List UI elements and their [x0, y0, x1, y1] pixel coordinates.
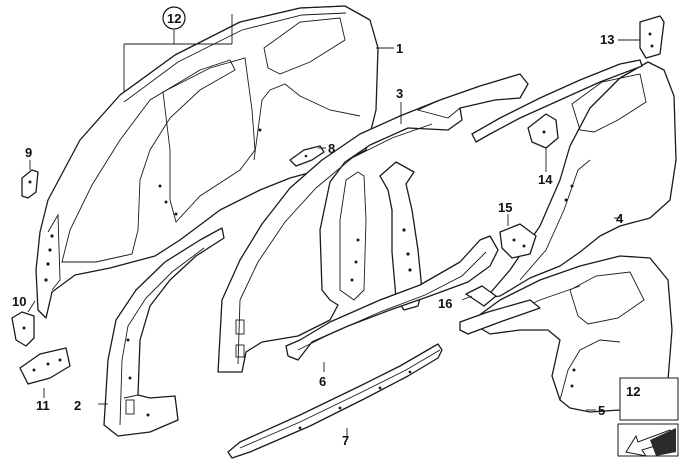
- part-3-inner-frame: [217, 73, 529, 373]
- callout-3: 3: [396, 86, 403, 101]
- callout-13: 13: [600, 32, 614, 47]
- leader-lines: [27, 14, 640, 440]
- callout-labels: 1 2 3 4 5 6 7 8 9 10 11 12 13 14 15 16: [12, 6, 624, 448]
- roof-rail-strip: [471, 59, 643, 143]
- part-16-sill-bar: [459, 299, 541, 335]
- callout-1: 1: [396, 41, 403, 56]
- part-8-bracket: [289, 145, 325, 167]
- callout-11: 11: [36, 398, 50, 413]
- part-13-bracket: [639, 15, 665, 59]
- part-9-bracket: [21, 169, 39, 199]
- callout-2: 2: [74, 398, 81, 413]
- callout-5: 5: [598, 403, 605, 418]
- part-14-bracket: [527, 113, 559, 149]
- part-16-patch: [465, 285, 497, 307]
- callout-12-circle: [162, 6, 186, 30]
- callout-14: 14: [538, 172, 553, 187]
- part-6-sill-inner: [285, 235, 499, 361]
- callout-15: 15: [498, 200, 512, 215]
- part-10-bracket: [11, 311, 35, 347]
- part-15-plate: [499, 223, 537, 259]
- callout-16: 16: [438, 296, 452, 311]
- callout-8: 8: [328, 141, 335, 156]
- part-7-rocker-strip: [227, 343, 443, 459]
- part-1-side-frame: [35, 5, 379, 319]
- callout-6: 6: [319, 374, 326, 389]
- callout-12-top: 12: [167, 11, 181, 26]
- callout-9: 9: [25, 145, 32, 160]
- callout-12-legend: 12: [626, 384, 640, 399]
- part-2-a-pillar: [103, 227, 225, 437]
- callout-10: 10: [12, 294, 26, 309]
- legend-box: 12: [617, 377, 679, 457]
- callout-7: 7: [342, 433, 349, 448]
- part-11-plate: [19, 347, 71, 385]
- callout-4: 4: [616, 211, 624, 226]
